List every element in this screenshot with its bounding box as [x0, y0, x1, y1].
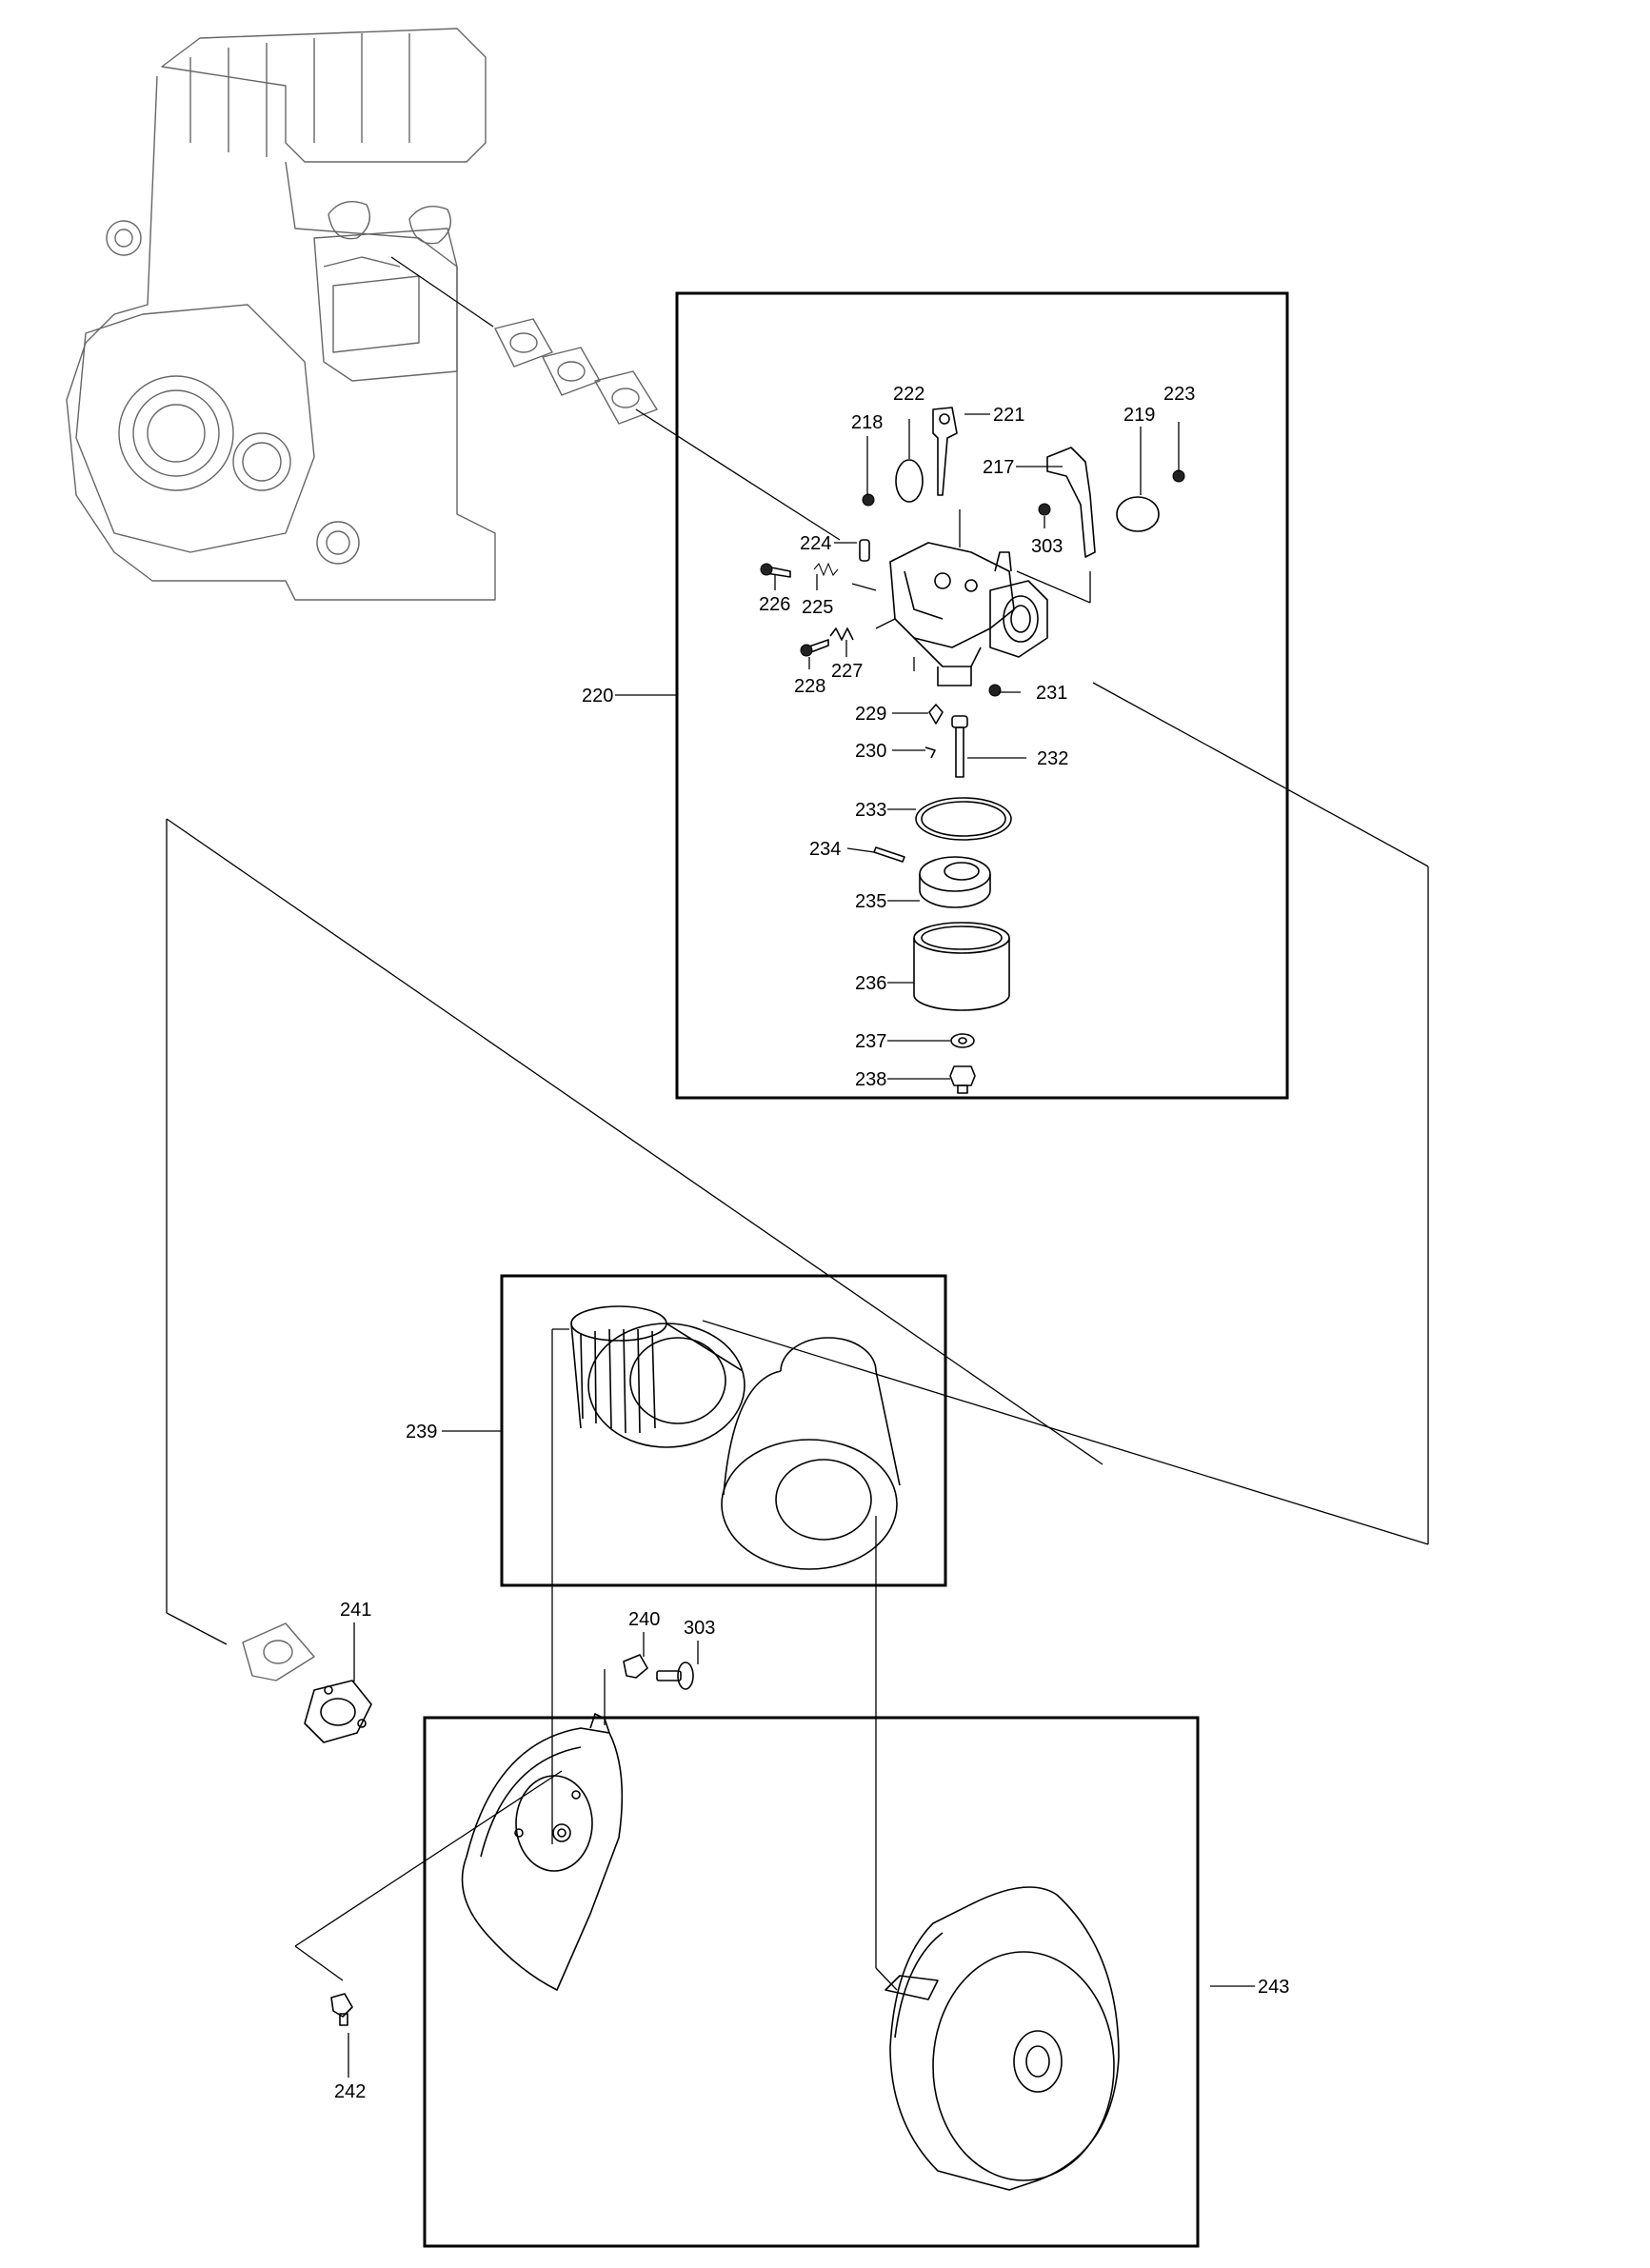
label-243: 243 — [1258, 1977, 1289, 1998]
screw-231 — [988, 684, 1002, 697]
label-239: 239 — [406, 1422, 437, 1442]
intake-gaskets — [494, 318, 658, 425]
gasket-241 — [304, 1680, 372, 1743]
label-220: 220 — [582, 686, 613, 706]
spring-227 — [829, 627, 854, 641]
float-235 — [919, 856, 991, 908]
label-226: 226 — [759, 594, 790, 615]
label-229: 229 — [855, 704, 886, 725]
part-labels: 220 222 221 218 223 219 217 303 224 226 … — [334, 384, 1289, 2102]
choke-plate-222 — [895, 459, 924, 503]
air-cleaner-cover — [885, 1886, 1120, 2191]
engine-block — [66, 28, 496, 601]
label-222: 222 — [893, 384, 924, 405]
screw-224 — [859, 539, 870, 562]
label-230: 230 — [855, 741, 886, 762]
label-234: 234 — [809, 839, 841, 860]
label-223: 223 — [1163, 384, 1195, 405]
pin-234 — [873, 846, 905, 863]
label-228: 228 — [794, 676, 825, 697]
throttle-plate-219 — [1116, 496, 1160, 532]
label-241: 241 — [340, 1600, 371, 1621]
bolt-242 — [330, 1993, 353, 2026]
choke-lever-221 — [932, 407, 958, 496]
air-filter-box — [500, 1274, 947, 1587]
gasket-left — [242, 1622, 315, 1681]
label-236: 236 — [855, 973, 886, 994]
screw-218 — [862, 493, 875, 507]
bolt-238 — [949, 1065, 976, 1094]
label-303-upper: 303 — [1031, 536, 1063, 557]
air-cleaner-base — [461, 1713, 624, 1991]
label-232: 232 — [1037, 748, 1068, 769]
o-ring-233 — [915, 797, 1012, 841]
label-240: 240 — [628, 1609, 660, 1630]
air-cleaner-box — [423, 1716, 1200, 2248]
screw-228 — [800, 639, 829, 657]
bolt-303-lower — [656, 1661, 694, 1690]
label-303-lower: 303 — [684, 1618, 715, 1639]
filter-element — [570, 1305, 745, 1448]
float-bowl-236 — [913, 922, 1010, 1011]
screw-226 — [760, 563, 791, 578]
label-242: 242 — [334, 2081, 366, 2102]
bolt-232 — [951, 715, 968, 778]
label-231: 231 — [1036, 683, 1067, 704]
washer-237 — [950, 1033, 975, 1048]
label-219: 219 — [1123, 405, 1155, 426]
spring-225 — [813, 562, 839, 577]
label-238: 238 — [855, 1069, 886, 1090]
screw-303-upper — [1038, 503, 1051, 516]
label-235: 235 — [855, 891, 886, 912]
needle-229 — [928, 704, 944, 725]
label-224: 224 — [800, 533, 831, 554]
label-225: 225 — [802, 597, 833, 618]
label-233: 233 — [855, 800, 886, 821]
nut-240 — [623, 1654, 648, 1679]
foam-pre-filter — [721, 1337, 901, 1570]
carburetor-body — [889, 542, 1048, 686]
clip-230 — [924, 746, 936, 759]
label-221: 221 — [993, 405, 1024, 426]
label-217: 217 — [983, 457, 1014, 478]
label-218: 218 — [851, 412, 883, 433]
label-237: 237 — [855, 1031, 886, 1052]
throttle-lever-217 — [1046, 447, 1096, 558]
label-227: 227 — [831, 661, 863, 682]
leader-lines — [166, 256, 1429, 2078]
